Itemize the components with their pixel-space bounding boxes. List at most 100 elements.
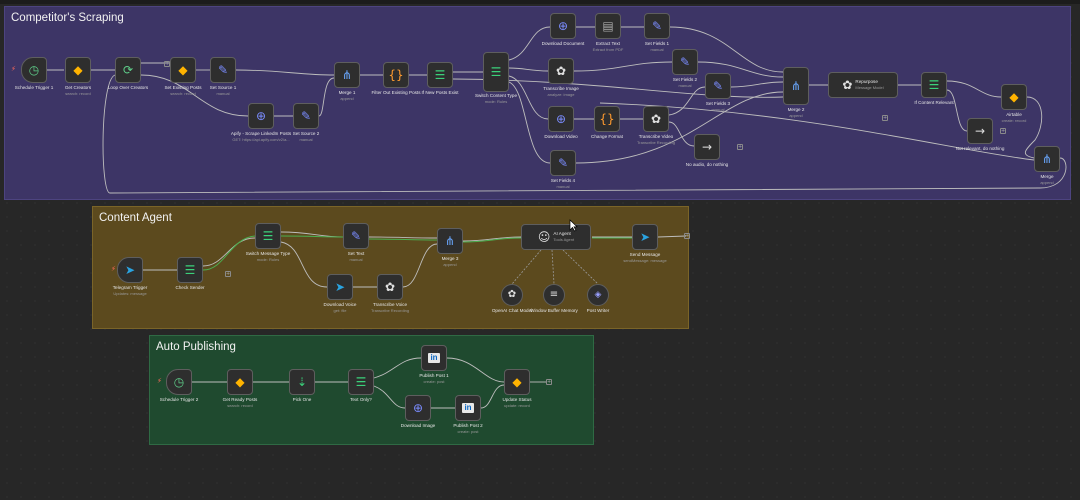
node-no-audio[interactable]: → bbox=[694, 134, 720, 160]
node-extract-text[interactable]: ▤ bbox=[595, 13, 621, 39]
node-check-sender[interactable]: ☰ bbox=[177, 257, 203, 283]
node-get-creators[interactable]: ◆ bbox=[65, 57, 91, 83]
node-loop-over-creators[interactable]: ⟳ bbox=[115, 57, 141, 83]
connection bbox=[202, 237, 256, 267]
node-set-source-1[interactable]: ✎ bbox=[210, 57, 236, 83]
pencil-icon: ✎ bbox=[350, 229, 362, 243]
node-send-message[interactable]: ➤ bbox=[632, 224, 658, 250]
add-node-button[interactable]: + bbox=[737, 144, 743, 150]
node-transcribe-video[interactable]: ✿ bbox=[643, 106, 669, 132]
node-apify[interactable]: ⊕ bbox=[248, 103, 274, 129]
node-set-source-2[interactable]: ✎ bbox=[293, 103, 319, 129]
if-icon: ☰ bbox=[184, 263, 196, 277]
node-switch-content-type[interactable]: ☰ bbox=[483, 52, 509, 92]
connection bbox=[669, 26, 784, 73]
linkedin-icon: in bbox=[428, 353, 440, 363]
connection bbox=[318, 77, 335, 117]
node-set-fields-1[interactable]: ✎ bbox=[644, 13, 670, 39]
node-download-document[interactable]: ⊕ bbox=[550, 13, 576, 39]
node-download-image[interactable]: ⊕ bbox=[405, 395, 431, 421]
node-set-fields-2[interactable]: ✎ bbox=[672, 49, 698, 75]
trigger-bolt-icon: ⚡ bbox=[157, 377, 162, 385]
node-window-buffer-memory[interactable]: ≡ bbox=[543, 284, 565, 306]
node-merge-3[interactable]: ⋔ bbox=[437, 228, 463, 254]
node-schedule-trigger-2[interactable]: ◷ bbox=[166, 369, 192, 395]
node-download-voice[interactable]: ➤ bbox=[327, 274, 353, 300]
node-filter-out-existing[interactable]: {} bbox=[383, 62, 409, 88]
connection bbox=[508, 75, 549, 120]
mouse-cursor-icon bbox=[569, 219, 578, 232]
connection bbox=[668, 86, 706, 116]
node-set-fields-4[interactable]: ✎ bbox=[550, 150, 576, 176]
openai-icon: ✿ bbox=[384, 280, 396, 294]
node-telegram-trigger[interactable]: ➤ bbox=[117, 257, 143, 283]
trigger-bolt-icon: ⚡ bbox=[11, 65, 16, 73]
connection bbox=[508, 26, 551, 61]
airtable-icon: ◆ bbox=[73, 63, 83, 77]
node-post-writer[interactable]: ◈ bbox=[587, 284, 609, 306]
connection bbox=[599, 102, 1035, 161]
node-sublabel: Tools Agent bbox=[553, 236, 575, 242]
node-update-status[interactable]: ◆ bbox=[504, 369, 530, 395]
add-node-button[interactable]: + bbox=[882, 115, 888, 121]
node-merge[interactable]: ⋔ bbox=[1034, 146, 1060, 172]
node-sublabel: Message Model bbox=[855, 84, 884, 90]
globe-icon: ⊕ bbox=[557, 19, 569, 33]
node-publish-post-2[interactable]: in bbox=[455, 395, 481, 421]
connection bbox=[657, 235, 687, 238]
merge-icon: ⋔ bbox=[341, 68, 353, 82]
node-transcribe-image[interactable]: ✿ bbox=[548, 58, 574, 84]
node-change-format[interactable]: {} bbox=[594, 106, 620, 132]
node-not-relevant[interactable]: → bbox=[967, 118, 993, 144]
node-transcribe-voice[interactable]: ✿ bbox=[377, 274, 403, 300]
pencil-icon: ✎ bbox=[557, 156, 569, 170]
node-label: Schedule Trigger 2 bbox=[159, 397, 199, 402]
node-if-new-posts-exist[interactable]: ☰ bbox=[427, 62, 453, 88]
node-text-only[interactable]: ☰ bbox=[348, 369, 374, 395]
node-set-text[interactable]: ✎ bbox=[343, 223, 369, 249]
airtable-icon: ◆ bbox=[235, 375, 245, 389]
loop-icon: ⟳ bbox=[122, 63, 134, 77]
node-publish-post-1[interactable]: in bbox=[421, 345, 447, 371]
node-merge-2[interactable]: ⋔ bbox=[783, 67, 809, 105]
connection bbox=[235, 69, 335, 76]
node-label: If New Posts Exist bbox=[421, 90, 459, 95]
node-airtable[interactable]: ◆ bbox=[1001, 84, 1027, 110]
node-if-content-relevant[interactable]: ☰ bbox=[921, 72, 947, 98]
node-pick-one[interactable]: ⇣ bbox=[289, 369, 315, 395]
robot-icon: ☺ bbox=[537, 230, 551, 244]
connection bbox=[462, 236, 522, 242]
node-label: Download Video bbox=[544, 134, 578, 139]
add-node-button[interactable]: + bbox=[546, 379, 552, 385]
node-get-ready-posts[interactable]: ◆ bbox=[227, 369, 253, 395]
trigger-bolt-icon: ⚡ bbox=[111, 265, 116, 273]
node-download-video[interactable]: ⊕ bbox=[548, 106, 574, 132]
connection bbox=[280, 241, 328, 288]
add-node-button[interactable]: + bbox=[225, 271, 231, 277]
node-switch-message-type[interactable]: ☰ bbox=[255, 223, 281, 249]
node-label: Schedule Trigger 1 bbox=[14, 85, 54, 90]
code-icon: {} bbox=[388, 68, 404, 82]
file-icon: ▤ bbox=[602, 19, 614, 33]
node-label: Download Document bbox=[541, 41, 585, 46]
node-set-existing-posts[interactable]: ◆ bbox=[170, 57, 196, 83]
node-schedule-trigger-1[interactable]: ◷ bbox=[21, 57, 47, 83]
add-node-button[interactable]: + bbox=[684, 233, 690, 239]
node-merge-1[interactable]: ⋔ bbox=[334, 62, 360, 88]
code-icon: {} bbox=[599, 112, 615, 126]
add-node-button[interactable]: + bbox=[164, 61, 170, 67]
sticky-competitors-scraping[interactable]: Competitor's Scraping bbox=[4, 6, 1071, 200]
globe-icon: ⊕ bbox=[412, 401, 424, 415]
switch-icon: ☰ bbox=[262, 229, 274, 243]
node-set-fields-3[interactable]: ✎ bbox=[705, 73, 731, 99]
add-node-button[interactable]: + bbox=[1000, 128, 1006, 134]
node-openai-chat-model[interactable]: ✿ bbox=[501, 284, 523, 306]
